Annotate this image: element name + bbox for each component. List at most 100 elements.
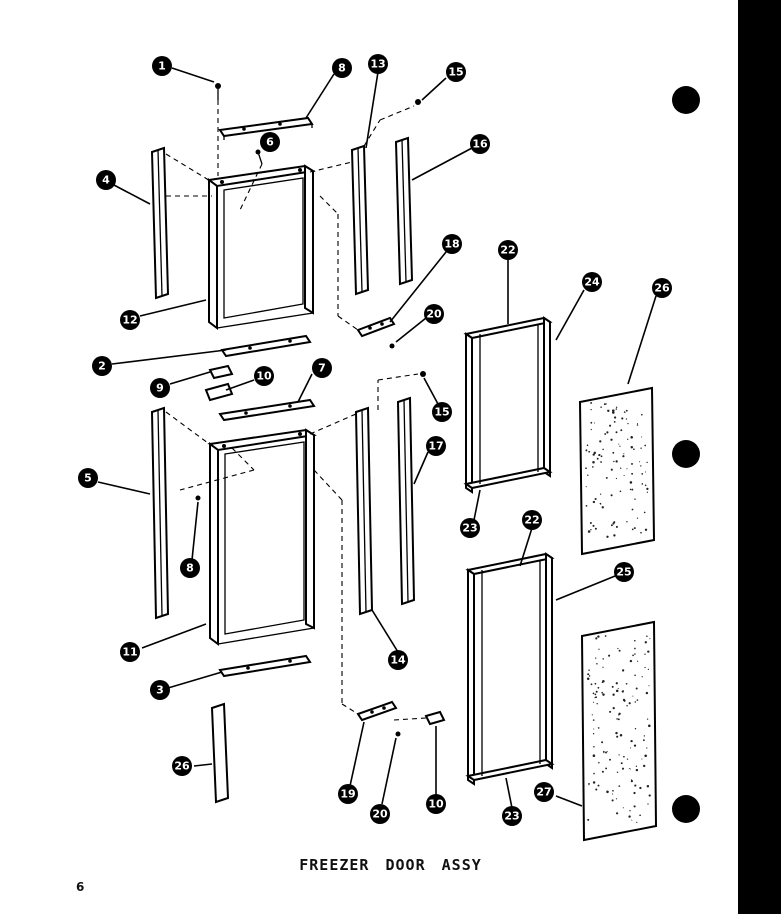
- foam-speck: [588, 782, 590, 785]
- foam-speck: [644, 484, 647, 487]
- foam-speck: [646, 461, 648, 464]
- svg-text:22: 22: [500, 244, 515, 257]
- foam-speck: [640, 531, 642, 534]
- part-hinge-upper: [356, 316, 396, 338]
- foam-speck: [592, 781, 596, 784]
- svg-text:25: 25: [616, 566, 631, 579]
- foam-speck: [596, 457, 599, 460]
- part-upper-door-frame: [206, 164, 316, 330]
- foam-speck: [644, 754, 647, 758]
- foam-speck: [646, 784, 650, 788]
- part-channel-16: [394, 136, 414, 286]
- foam-speck: [628, 702, 631, 705]
- callouts: 1 8 13 15 6 4 16 12 18 20 22 24 26 2 9 1…: [78, 54, 672, 826]
- foam-speck: [644, 471, 647, 473]
- callout-20-lower: 20: [370, 804, 390, 824]
- svg-text:15: 15: [448, 66, 463, 79]
- foam-speck: [627, 438, 629, 440]
- foam-speck: [615, 525, 618, 528]
- svg-text:20: 20: [426, 308, 442, 321]
- svg-text:27: 27: [536, 786, 551, 799]
- part-10-lower: [424, 710, 446, 726]
- foam-speck: [606, 790, 609, 794]
- foam-speck: [588, 669, 590, 672]
- svg-text:26: 26: [174, 760, 190, 773]
- callout-22-lower: 22: [522, 510, 542, 530]
- foam-speck: [615, 689, 619, 693]
- callout-11: 11: [120, 642, 140, 662]
- part-screw-20-upper: [389, 343, 395, 349]
- foam-speck: [647, 803, 649, 805]
- foam-speck: [591, 466, 594, 468]
- foam-speck: [625, 409, 628, 412]
- foam-speck: [613, 460, 615, 463]
- foam-speck: [636, 699, 639, 701]
- foam-speck: [625, 682, 628, 685]
- callout-9: 9: [150, 378, 170, 398]
- foam-speck: [629, 488, 632, 491]
- part-screw-6: [255, 149, 263, 165]
- foam-speck: [622, 698, 626, 702]
- part-screw-20-lower: [395, 731, 401, 737]
- foam-speck: [587, 673, 590, 676]
- callout-12: 12: [120, 310, 140, 330]
- foam-speck: [620, 762, 623, 765]
- foam-speck: [630, 747, 632, 749]
- foam-speck: [600, 455, 603, 458]
- foam-speck: [605, 767, 608, 770]
- foam-speck: [592, 733, 595, 735]
- foam-speck: [644, 528, 648, 531]
- foam-speck: [644, 666, 646, 669]
- foam-speck: [646, 747, 648, 749]
- foam-speck: [585, 505, 588, 507]
- svg-text:23: 23: [504, 810, 519, 823]
- foam-speck: [618, 443, 620, 445]
- svg-text:9: 9: [156, 382, 164, 395]
- foam-speck: [641, 483, 644, 485]
- svg-text:11: 11: [122, 646, 137, 659]
- foam-speck: [592, 460, 595, 464]
- foam-speck: [626, 468, 628, 470]
- foam-speck: [616, 735, 619, 738]
- foam-speck: [615, 406, 618, 409]
- foam-speck: [620, 467, 622, 469]
- foam-speck: [615, 477, 617, 480]
- foam-speck: [644, 641, 647, 644]
- callout-4: 4: [96, 170, 116, 190]
- foam-speck: [597, 686, 600, 689]
- foam-speck: [646, 718, 649, 720]
- foam-speck: [615, 431, 618, 434]
- foam-speck: [608, 654, 611, 657]
- foam-speck: [604, 635, 607, 637]
- svg-text:5: 5: [84, 472, 92, 485]
- foam-speck: [596, 703, 598, 705]
- foam-speck: [588, 784, 590, 786]
- foam-speck: [640, 413, 643, 416]
- foam-speck: [633, 744, 637, 747]
- foam-speck: [647, 650, 650, 653]
- foam-speck: [649, 638, 651, 640]
- foam-speck: [632, 654, 634, 657]
- foam-speck: [593, 451, 597, 455]
- leader-lines: [97, 67, 657, 809]
- foam-speck: [613, 416, 617, 419]
- callout-20-upper: 20: [424, 304, 444, 324]
- punch-hole-bottom: [672, 795, 700, 823]
- foam-speck: [606, 751, 608, 753]
- foam-speck: [592, 500, 596, 504]
- part-screw-1: [215, 83, 221, 100]
- foam-speck: [603, 403, 606, 406]
- foam-speck: [611, 799, 614, 802]
- foam-speck: [590, 408, 592, 411]
- foam-speck: [612, 411, 615, 414]
- foam-speck: [612, 793, 614, 795]
- svg-text:20: 20: [372, 808, 388, 821]
- foam-speck: [612, 409, 615, 412]
- callout-3: 3: [150, 680, 170, 700]
- foam-speck: [609, 758, 611, 761]
- foam-speck: [635, 765, 638, 767]
- foam-speck: [612, 693, 615, 696]
- foam-speck: [626, 758, 629, 760]
- callout-24: 24: [582, 272, 602, 292]
- foam-speck: [610, 524, 613, 527]
